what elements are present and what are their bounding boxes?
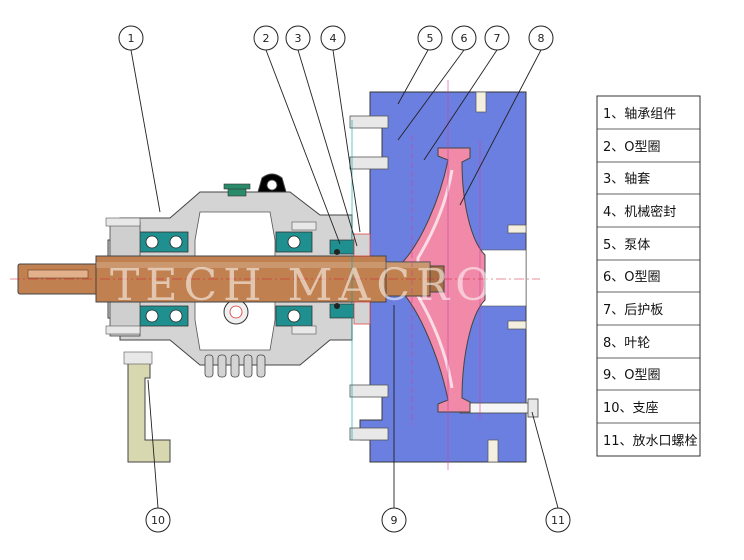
flange-bolt	[349, 427, 389, 441]
cooling-fin	[256, 354, 266, 378]
o-ring	[334, 303, 340, 309]
callout-bubble-11: 11	[545, 507, 571, 533]
bearing-ball	[145, 235, 159, 249]
bearing-balls	[145, 235, 301, 323]
legend-item: 4、机械密封	[603, 204, 676, 220]
shaft-assembly	[10, 255, 540, 303]
svg-text:4: 4	[330, 32, 337, 45]
cooling-fin	[243, 354, 253, 378]
o-ring	[334, 249, 340, 255]
support-foot	[123, 351, 171, 463]
legend-item: 1、轴承组件	[603, 107, 676, 122]
seal-ring-top	[329, 239, 355, 255]
shaft-highlight	[96, 262, 430, 268]
watermark-text: TECH MACRO	[110, 260, 497, 311]
svg-text:9: 9	[391, 514, 398, 527]
lifting-eye-hole	[266, 179, 278, 191]
callout-bubble-9: 9	[381, 507, 407, 533]
frame-bolt	[105, 325, 141, 335]
construction-lines	[351, 80, 481, 470]
drain-bolt	[459, 402, 537, 414]
bearing-ball	[169, 309, 183, 323]
callout-bubble-10: 10	[145, 507, 171, 533]
callout-bubble-7: 7	[484, 25, 510, 51]
shaft-keyway	[27, 269, 89, 279]
flange-bolt	[349, 115, 389, 129]
bearing-ball	[287, 235, 301, 249]
legend-item: 6、O型圈	[603, 270, 661, 285]
legend-item: 7、后护板	[603, 303, 663, 318]
mechanical-seal	[329, 233, 371, 325]
callout-bubble-5: 5	[417, 25, 443, 51]
casing-bolt-hole	[487, 439, 499, 463]
callout-bubble-4: 4	[320, 25, 346, 51]
cooling-fin	[230, 354, 240, 378]
callout-bubble-2: 2	[253, 25, 279, 51]
leader-lines	[130, 49, 559, 509]
seal-gland-bottom	[353, 301, 371, 325]
seal-gland-top	[353, 233, 371, 257]
flange-bolt	[349, 156, 389, 170]
cooling-fin	[217, 354, 227, 378]
casing-gap	[479, 249, 527, 307]
casing-bolt-hole	[507, 320, 527, 330]
legend-item: 9、O型圈	[603, 368, 661, 383]
bearing-ball	[169, 235, 183, 249]
frame-bolt	[291, 325, 317, 335]
svg-text:11: 11	[551, 514, 565, 527]
support-shape	[127, 359, 171, 463]
casing-bolt-hole	[475, 91, 487, 113]
callout-bubble-3: 3	[285, 25, 311, 51]
legend-item: 2、O型圈	[603, 140, 661, 155]
svg-text:5: 5	[427, 32, 434, 45]
legend-item: 11、放水口螺栓	[603, 434, 698, 449]
support-bolt	[123, 351, 153, 365]
sight-glass-inner	[229, 305, 243, 319]
legend-border	[596, 95, 701, 457]
bearing-ball	[287, 309, 301, 323]
casing-bolt-hole	[507, 224, 527, 234]
svg-text:7: 7	[494, 32, 501, 45]
svg-text:1: 1	[128, 32, 135, 45]
svg-text:10: 10	[151, 514, 165, 527]
callout-bubble-6: 6	[451, 25, 477, 51]
oil-cap-top	[223, 183, 251, 190]
legend-row-dividers	[597, 128, 700, 424]
legend-item: 8、叶轮	[603, 336, 650, 351]
legend-item: 5、泵体	[603, 238, 650, 253]
legend-item: 3、轴套	[603, 171, 650, 187]
frame-bolt	[105, 217, 141, 227]
parts-legend-table: 1、轴承组件 2、O型圈 3、轴套 4、机械密封 5、泵体 6、O型圈 7、后护…	[596, 95, 701, 457]
cooling-fin	[204, 354, 214, 378]
svg-text:2: 2	[263, 32, 270, 45]
svg-text:8: 8	[538, 32, 545, 45]
callout-bubble-1: 1	[118, 25, 144, 51]
cooling-fins	[204, 354, 266, 378]
callout-bubble-8: 8	[528, 25, 554, 51]
legend-item: 10、支座	[603, 401, 659, 416]
svg-text:6: 6	[461, 32, 468, 45]
svg-text:3: 3	[295, 32, 302, 45]
frame-bolt	[291, 221, 317, 231]
bearing-ball	[145, 309, 159, 323]
flange-bolt	[349, 384, 389, 398]
